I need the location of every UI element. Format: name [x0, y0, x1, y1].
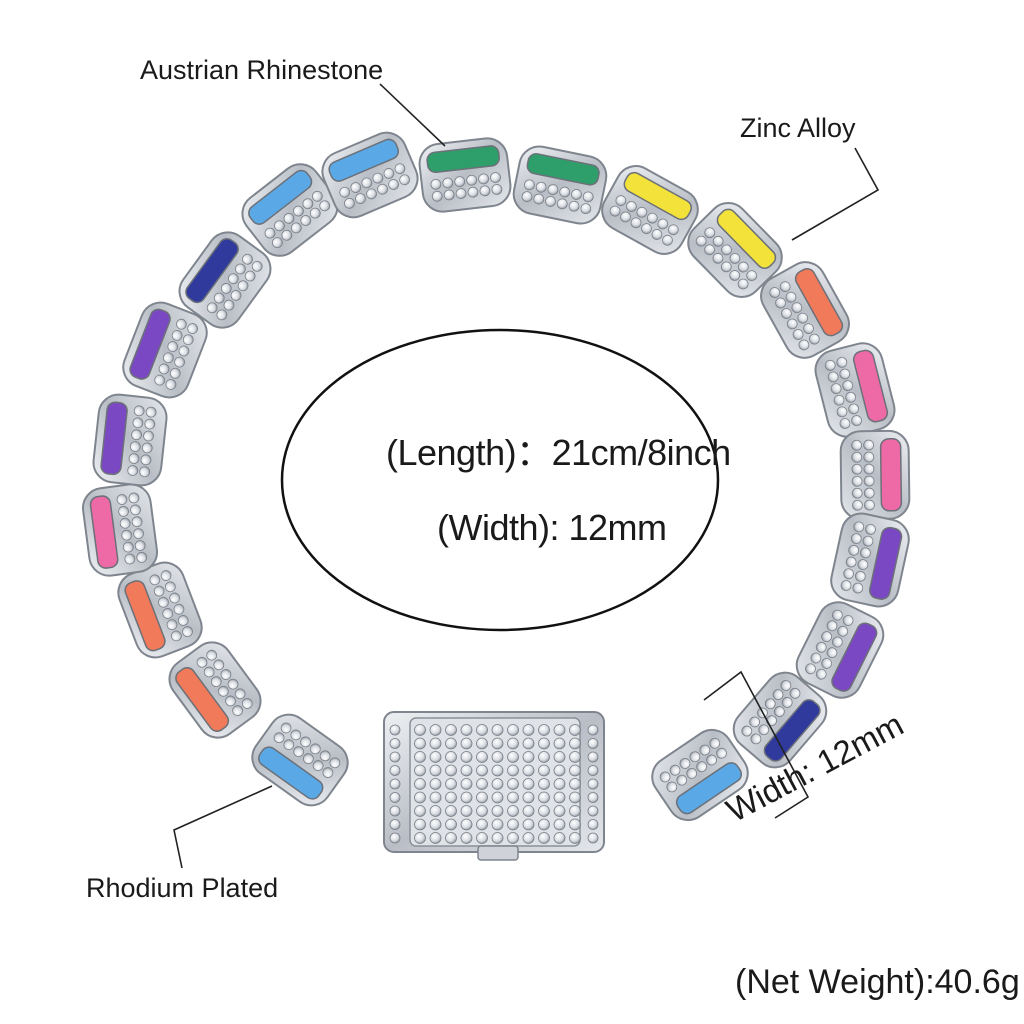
spec-bubble: [280, 328, 720, 632]
bracelet-link: [830, 512, 910, 608]
label-zinc-alloy: Zinc Alloy: [740, 113, 856, 143]
bracelet-link: [760, 261, 850, 359]
leader-rhodium-plated: [173, 785, 273, 869]
bracelet-link: [168, 641, 262, 739]
bracelet-link: [92, 393, 168, 487]
leader-lines: [173, 83, 880, 869]
spec-length: (Length)：21cm/8inch: [386, 432, 731, 473]
bracelet-link: [251, 713, 349, 807]
leader-zinc-alloy: [791, 147, 880, 241]
bracelet-link: [651, 728, 749, 822]
bracelet-link: [81, 483, 159, 577]
dimension-width-line: [703, 670, 810, 819]
bracelet-link: [839, 429, 911, 521]
bracelet-link: [321, 131, 419, 219]
bracelet-link: [418, 137, 512, 213]
bracelet-link: [512, 145, 608, 225]
bracelet-link: [795, 601, 885, 699]
spec-width: (Width): 12mm: [437, 507, 667, 548]
bracelet-link: [122, 301, 208, 399]
bracelet-link: [241, 163, 339, 257]
bracelet-link: [814, 342, 896, 438]
label-austrian-rhinestone: Austrian Rhinestone: [140, 55, 384, 85]
spec-net-weight: (Net Weight):40.6g: [735, 963, 1020, 1001]
bracelet-chain: [81, 131, 911, 822]
bracelet-link: [117, 561, 203, 659]
label-rhodium-plated: Rhodium Plated: [86, 873, 279, 903]
leader-austrian-rhinestone: [379, 83, 446, 147]
bracelet-clasp: [383, 711, 605, 861]
bracelet-link: [178, 231, 272, 329]
bracelet-link: [601, 165, 699, 255]
